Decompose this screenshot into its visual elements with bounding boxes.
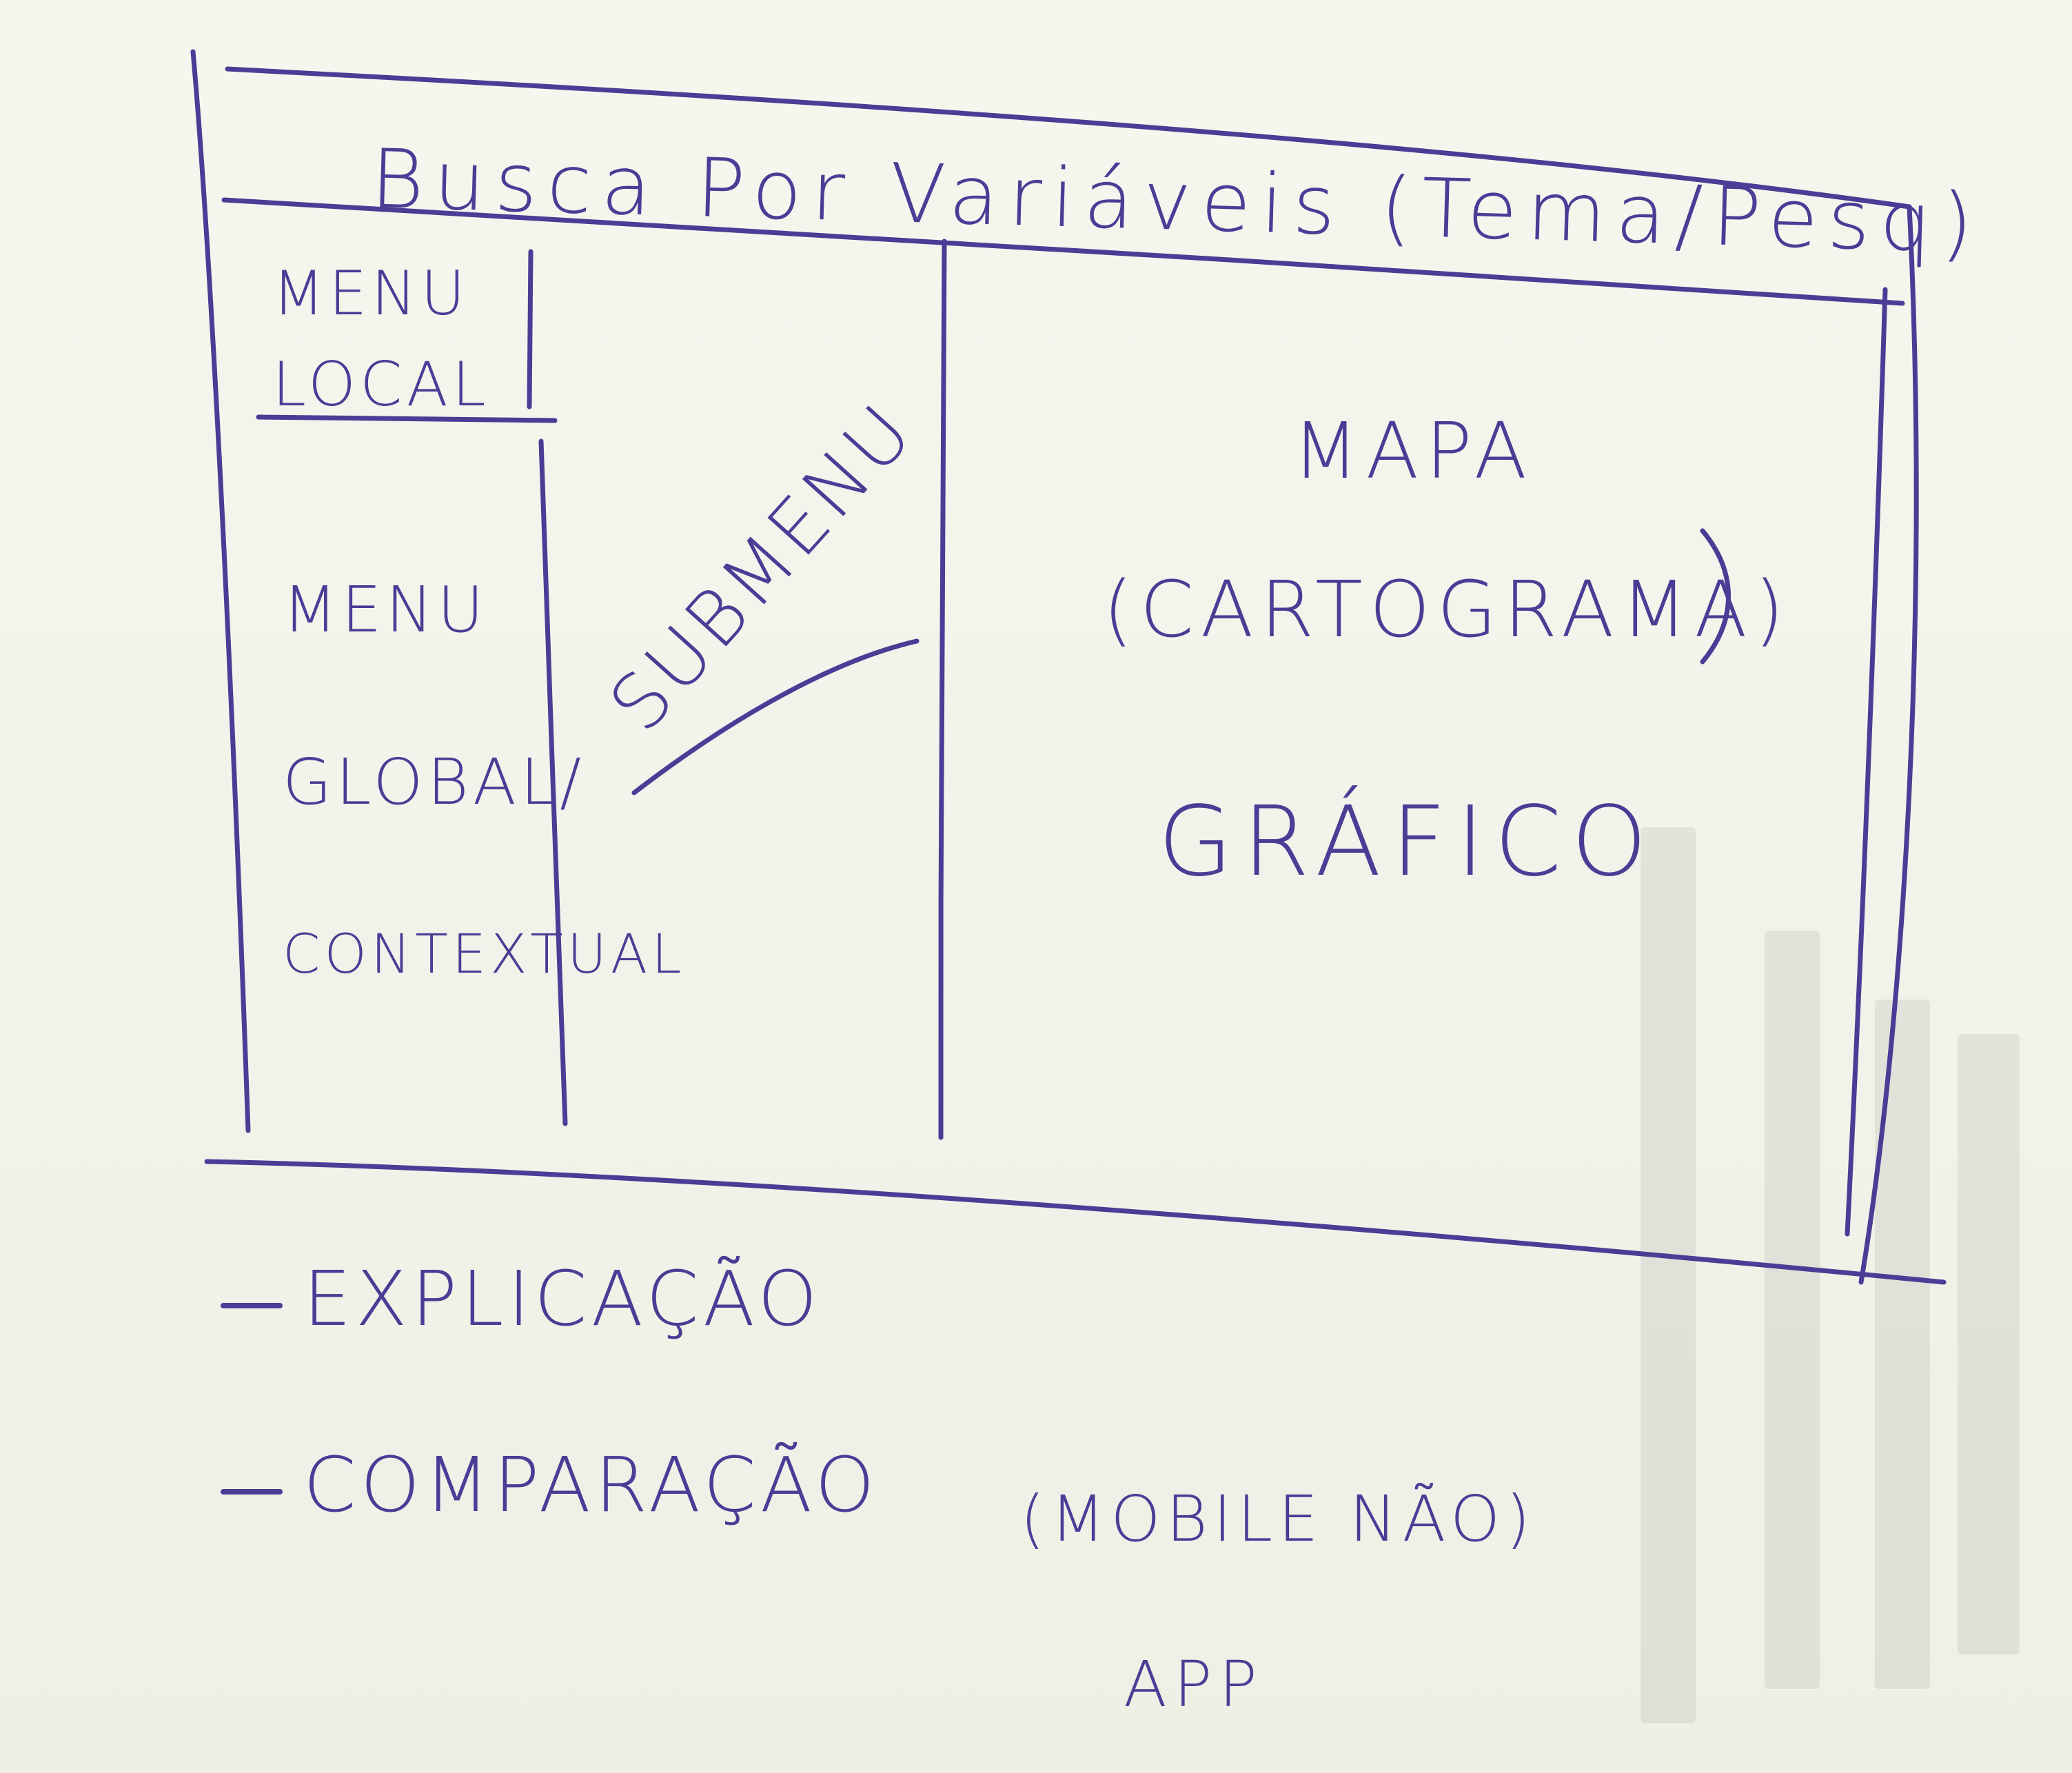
submenu-underline xyxy=(631,638,920,796)
mobile-note: (MOBILE NÃO) xyxy=(1020,1482,1536,1556)
submenu-column-right-edge xyxy=(938,239,947,1140)
global-menu-line-3: CONTEXTUAL xyxy=(283,924,686,986)
frame-bottom-line xyxy=(204,1159,1947,1285)
app-note: APP xyxy=(1124,1648,1264,1721)
global-menu-panel: MENU GLOBAL/ CONTEXTUAL xyxy=(283,524,686,1041)
global-menu-line-2: GLOBAL/ xyxy=(283,745,586,819)
chart-area-label: GRÁFICO xyxy=(1158,786,1657,898)
local-menu-divider xyxy=(256,414,558,423)
title-top-line xyxy=(225,66,1912,210)
frame-left-edge xyxy=(190,49,251,1133)
global-menu-line-1: MENU xyxy=(283,573,488,647)
title-bottom-line xyxy=(221,197,1905,306)
map-right-bracket xyxy=(1700,528,1731,665)
note-comparison: COMPARAÇÃO xyxy=(303,1441,879,1529)
left-column-right-edge xyxy=(538,438,568,1126)
note-explanation: EXPLICAÇÃO xyxy=(303,1255,822,1343)
local-menu-label: MENU LOCAL xyxy=(272,258,490,420)
bleed-through-text xyxy=(813,0,2072,1773)
bullet-dash xyxy=(221,1489,283,1495)
frame-right-edge xyxy=(1858,204,1919,1285)
map-area-label: MAPA (CARTOGRAMA) xyxy=(1103,372,1791,689)
frame-right-scroll-line xyxy=(1845,287,1888,1237)
local-menu-right-edge xyxy=(527,249,534,409)
map-label: MAPA xyxy=(1292,407,1534,496)
cartogram-label: (CARTOGRAMA) xyxy=(1103,565,1791,655)
bullet-dash xyxy=(221,1303,283,1308)
